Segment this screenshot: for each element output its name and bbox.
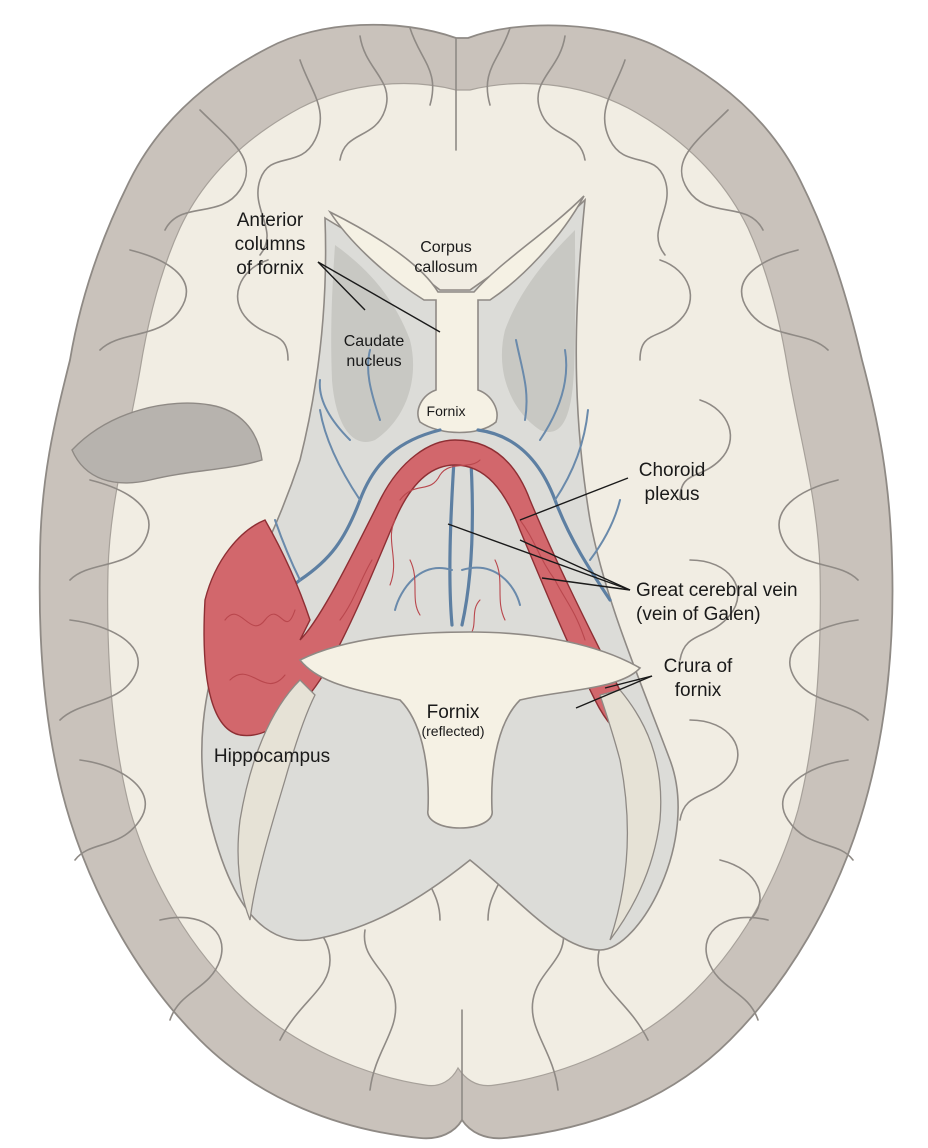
label-corpus-callosum-line1: Corpus — [420, 239, 472, 256]
label-anterior-columns-line3: of fornix — [236, 258, 304, 279]
fornix-reflected — [237, 631, 662, 941]
label-anterior-columns-line1: Anterior — [237, 210, 304, 231]
internal-cerebral-veins — [258, 339, 621, 662]
label-caudate-nucleus-line2: nucleus — [346, 353, 401, 370]
leader-crura-2 — [575, 675, 653, 709]
leader-crura-1 — [604, 675, 653, 689]
leader-choroid-plexus — [519, 477, 629, 521]
leader-anterior-columns-2 — [317, 261, 366, 311]
label-fornix-reflected-line1: Fornix — [427, 702, 480, 723]
gyral-folds — [59, 27, 869, 1121]
label-hippocampus-text: Hippocampus — [214, 746, 330, 767]
label-choroid-plexus-line2: plexus — [645, 484, 700, 505]
label-corpus-callosum-line2: callosum — [414, 259, 477, 276]
caudate-nucleus — [331, 230, 576, 442]
label-caudate-nucleus: Caudate nucleus — [344, 333, 405, 370]
label-fornix-reflected: Fornix (reflected) — [421, 702, 484, 739]
label-crura-of-fornix-line2: fornix — [675, 680, 722, 701]
leader-great-cerebral-vein-3 — [541, 577, 631, 591]
label-crura-of-fornix: Crura of fornix — [575, 656, 733, 709]
label-corpus-callosum: Corpus callosum — [414, 239, 477, 276]
label-crura-of-fornix-line1: Crura of — [664, 656, 733, 677]
label-hippocampus: Hippocampus — [214, 746, 330, 767]
fornix-anterior — [327, 195, 585, 434]
label-anterior-columns: Anterior columns of fornix — [235, 210, 441, 333]
label-choroid-plexus-line1: Choroid — [639, 460, 706, 481]
label-great-cerebral-vein-line2: (vein of Galen) — [636, 604, 761, 625]
label-anterior-columns-line2: columns — [235, 234, 306, 255]
label-fornix-top: Fornix — [427, 403, 466, 419]
label-great-cerebral-vein-line1: Great cerebral vein — [636, 580, 798, 601]
label-great-cerebral-vein: Great cerebral vein (vein of Galen) — [447, 523, 798, 625]
leader-great-cerebral-vein-2 — [519, 539, 631, 591]
label-caudate-nucleus-line1: Caudate — [344, 333, 405, 350]
label-fornix-reflected-line2: (reflected) — [421, 723, 484, 739]
label-choroid-plexus: Choroid plexus — [519, 460, 706, 521]
leader-anterior-columns-1 — [317, 261, 441, 333]
leader-great-cerebral-vein-1 — [447, 523, 631, 591]
label-fornix-top-text: Fornix — [427, 403, 466, 419]
